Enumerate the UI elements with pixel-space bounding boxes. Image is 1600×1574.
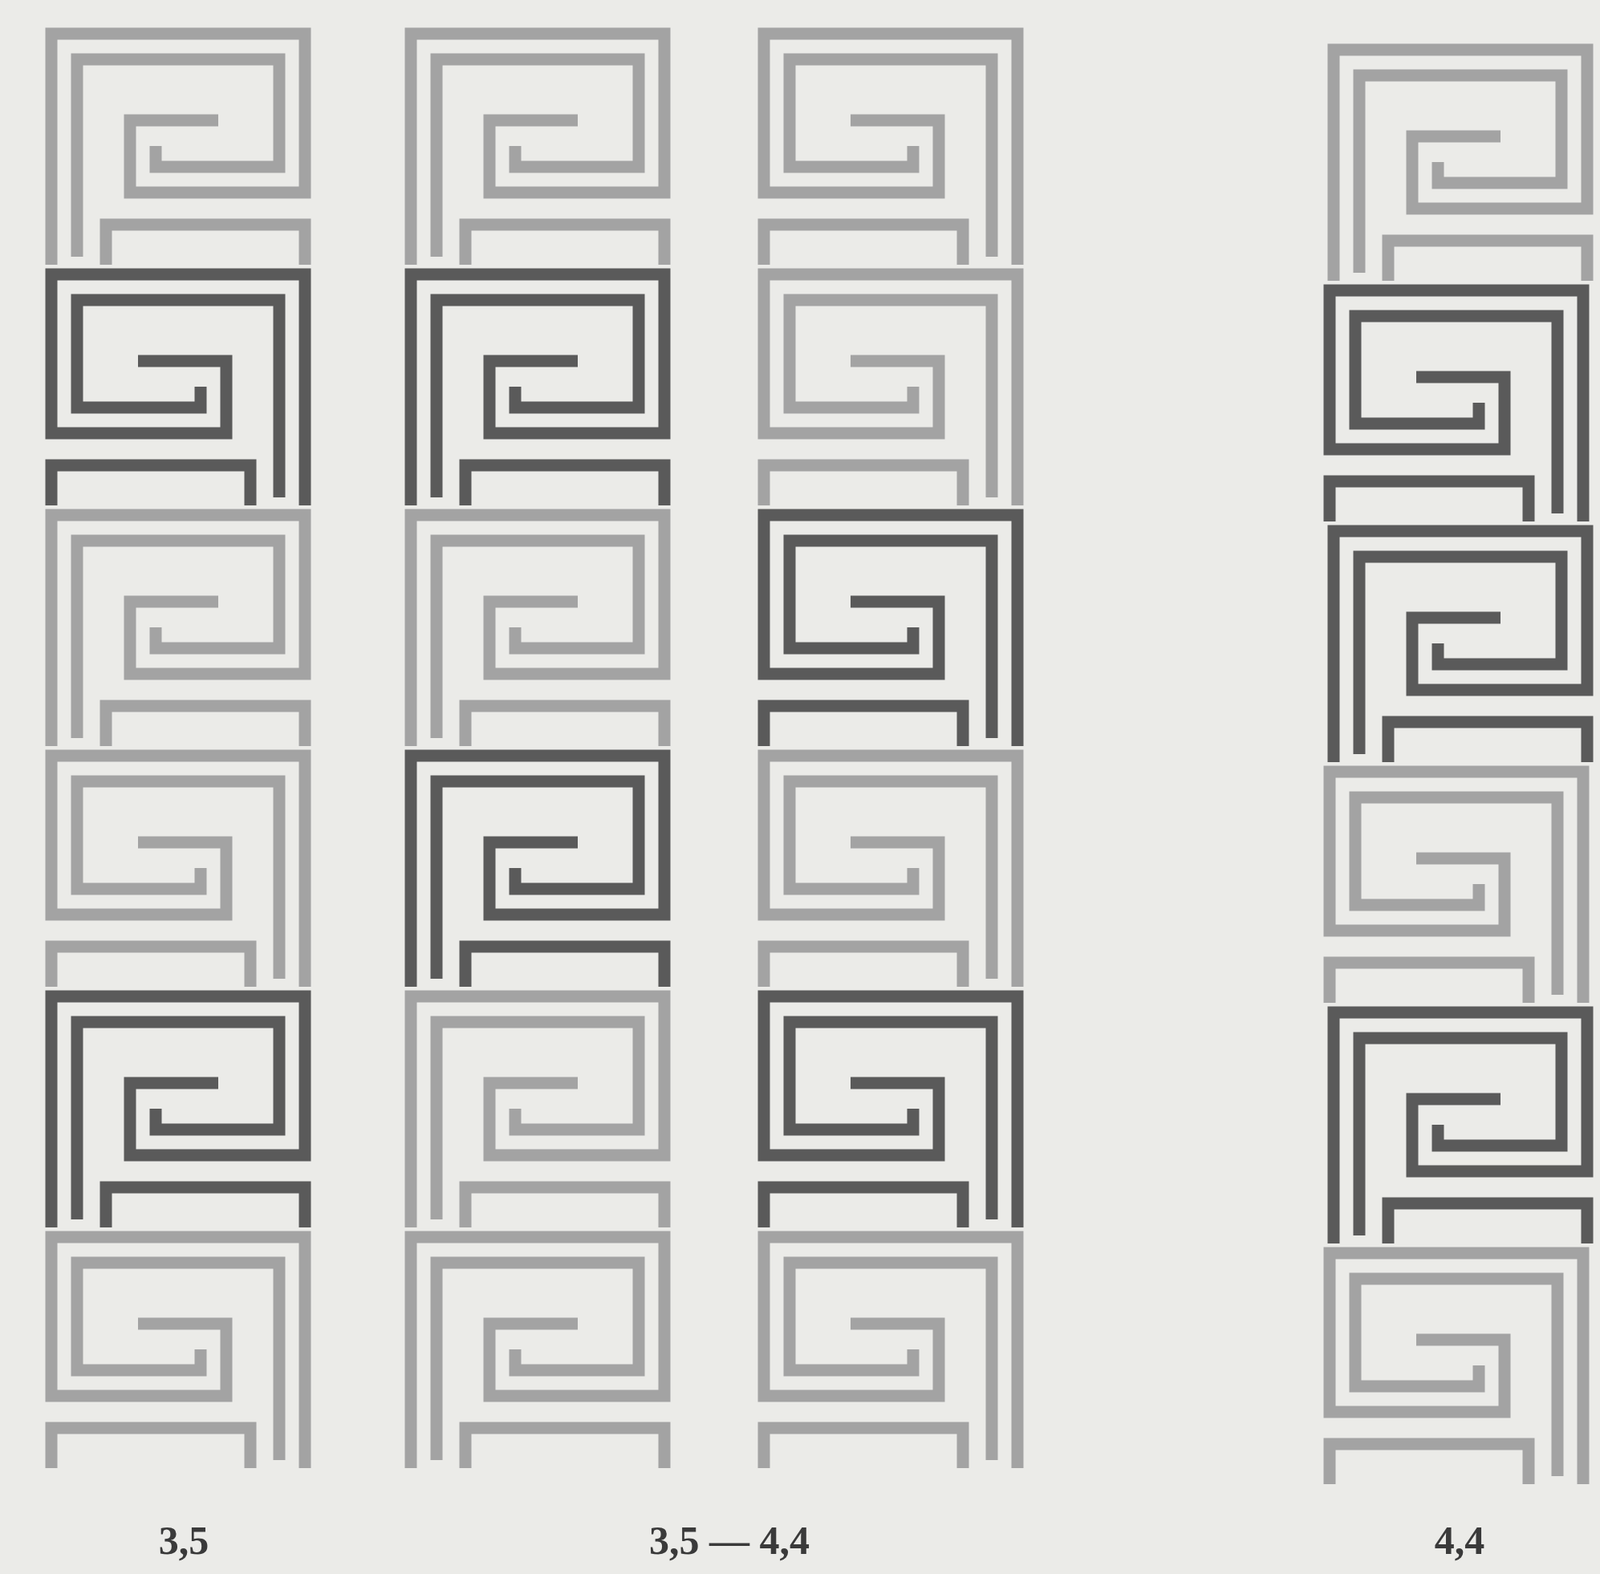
meander-column [1329, 49, 1588, 1485]
meander-column [51, 33, 305, 1469]
pattern-label: 3,5 — 4,4 [649, 1517, 810, 1564]
pattern-label: 4,4 [1434, 1517, 1486, 1564]
meander-panel [410, 33, 1018, 1469]
pattern-label: 3,5 [158, 1517, 210, 1564]
